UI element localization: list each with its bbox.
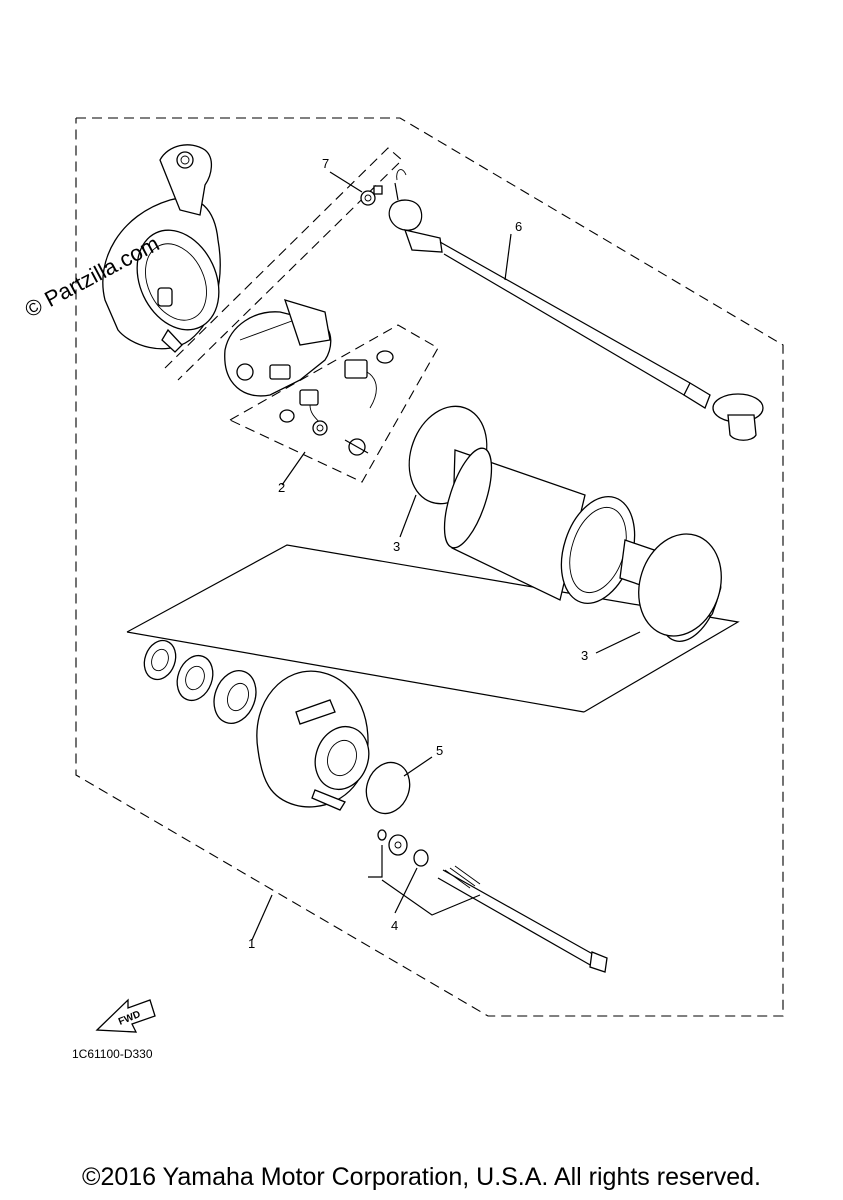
assembly-boundary [75,117,784,1017]
terminal-nut [360,185,383,206]
callout-4: 4 [391,918,398,933]
callout-3-lower: 3 [581,648,588,663]
small-parts [377,829,429,867]
brush-parts [279,350,394,456]
leader-lines [251,171,641,941]
copyright-notice: ©2016 Yamaha Motor Corporation, U.S.A. A… [82,1163,761,1191]
bearing-group-line [126,631,585,713]
callout-2: 2 [278,480,285,495]
bearing-group-boundary [126,544,740,713]
brush-holder [224,299,332,397]
armature-o-ring-front [638,533,722,637]
front-cover [256,670,370,811]
callout-6: 6 [515,219,522,234]
o-ring [365,761,411,815]
brush-set-boundary [228,324,439,483]
fwd-arrow-icon: FWD [95,998,156,1033]
diagram-code: 1C61100-D330 [72,1047,153,1061]
callout-5: 5 [436,743,443,758]
rear-cover [102,144,221,353]
terminal-group-boundary [164,147,403,381]
lead-wire [388,169,764,441]
callout-1: 1 [248,936,255,951]
callout-3-upper: 3 [393,539,400,554]
callout-7: 7 [322,156,329,171]
through-bolt [437,865,608,973]
washers-and-bearing [143,639,257,724]
